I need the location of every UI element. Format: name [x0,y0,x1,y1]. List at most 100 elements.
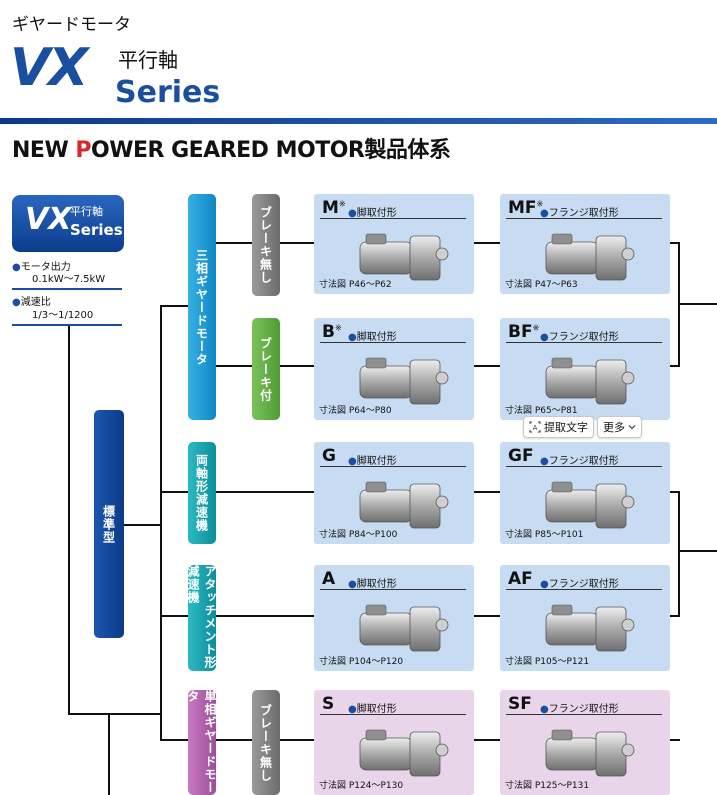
product-card-s[interactable]: S ●脚取付形 寸法図 P124～P130 [314,690,474,795]
model-code: S [322,696,334,713]
connector-line [474,242,500,244]
gear-motor-image [538,348,638,408]
mount-type: ●フランジ取付形 [540,328,619,343]
connector-line [474,615,500,617]
product-card-gf[interactable]: GF ●フランジ取付形 寸法図 P85～P101 [500,442,670,544]
connector-line [678,303,717,305]
connector-line [280,242,314,244]
product-card-m[interactable]: M※ ●脚取付形 寸法図 P46～P62 [314,194,474,294]
connector-line [216,739,252,741]
connector-line [160,739,188,741]
model-code: MF※ [508,200,543,217]
spec-output: ●モータ出力 [12,262,71,274]
dimension-ref: 寸法図 P46～P62 [319,277,392,290]
reducer-image [538,472,638,532]
underline [506,218,662,219]
dimension-ref: 寸法図 P124～P130 [319,778,403,791]
underline [320,714,466,715]
category-no-brake-single: ブレーキ無し [252,690,280,795]
dimension-ref: 寸法図 P47～P63 [505,277,578,290]
product-card-sf[interactable]: SF ●フランジ取付形 寸法図 P125～P131 [500,690,670,795]
product-card-mf[interactable]: MF※ ●フランジ取付形 寸法図 P47～P63 [500,194,670,294]
vx-series-badge: VX 平行軸 Series [12,195,124,252]
dimension-ref: 寸法図 P104～P120 [319,654,403,667]
model-code: GF [508,448,534,465]
category-with-brake: ブレーキ付 [252,318,280,420]
connector-line [216,242,252,244]
title-red-letter: P [75,138,91,163]
series-kicker: ギヤードモータ [12,10,131,35]
connector-line [280,365,314,367]
connector-line [216,491,314,493]
underline [320,466,466,467]
extract-text-button[interactable]: A 提取文字 [523,416,594,438]
category-standard: 標準型 [94,410,124,638]
model-code: BF※ [508,324,539,341]
underline [506,466,662,467]
more-label: 更多 [603,419,625,435]
category-single-phase: 単相ギヤードモータ [188,690,216,795]
spec-divider [12,288,122,290]
underline [506,342,662,343]
gear-motor-image [538,720,638,780]
category-no-brake: ブレーキ無し [252,194,280,296]
connector-line [108,714,110,795]
gear-motor-image [352,348,452,408]
more-button[interactable]: 更多 [597,416,642,438]
reducer-image [352,595,452,655]
badge-series: Series [70,221,123,239]
extract-text-label: 提取文字 [544,419,588,435]
underline [506,714,662,715]
dimension-ref: 寸法図 P105～P121 [505,654,589,667]
mount-type: ●脚取付形 [348,204,397,219]
underline [320,589,466,590]
product-card-bf[interactable]: BF※ ●フランジ取付形 寸法図 P65～P81 [500,318,670,420]
gear-motor-image [352,224,452,284]
page-title: NEW POWER GEARED MOTOR製品体系 [12,132,450,164]
dimension-ref: 寸法図 P125～P131 [505,778,589,791]
header-rule [0,118,717,124]
mount-type: ●脚取付形 [348,700,397,715]
spec-divider [12,324,122,326]
badge-heikojiku: 平行軸 [70,205,103,219]
floating-toolbar: A 提取文字 更多 [523,416,642,438]
category-dual-shaft: 両軸形減速機 [188,442,216,544]
connector-line [216,615,314,617]
badge-vx: VX [25,205,71,235]
vx-logo-text: VX [10,42,86,94]
connector-line [670,739,680,741]
product-card-g[interactable]: G ●脚取付形 寸法図 P84～P100 [314,442,474,544]
connector-line [280,739,314,741]
title-rest: OWER GEARED MOTOR製品体系 [91,138,450,163]
spec-output-label: モータ出力 [21,262,71,273]
category-attachment: アタッチメント形減速機 [188,565,216,671]
bullet-icon: ● [12,297,21,308]
product-card-af[interactable]: AF ●フランジ取付形 寸法図 P105～P121 [500,565,670,671]
product-card-b[interactable]: B※ ●脚取付形 寸法図 P64～P80 [314,318,474,420]
svg-text:A: A [533,424,538,432]
text-extract-icon: A [529,421,541,433]
connector-line [474,739,500,741]
connector-line [68,713,162,715]
spec-output-value: 0.1kW～7.5kW [32,274,105,286]
connector-line [160,305,188,307]
model-code: SF [508,696,532,713]
connector-line [160,491,188,493]
spec-ratio: ●減速比 [12,297,51,309]
model-code: G [322,448,336,465]
underline [320,342,466,343]
mount-type: ●脚取付形 [348,575,397,590]
mount-type: ●脚取付形 [348,452,397,467]
underline [506,589,662,590]
connector-line [160,615,188,617]
product-card-a[interactable]: A ●脚取付形 寸法図 P104～P120 [314,565,474,671]
dimension-ref: 寸法図 P85～P101 [505,527,583,540]
connector-line [474,491,500,493]
connector-line [216,365,252,367]
mount-type: ●フランジ取付形 [540,204,619,219]
mount-type: ●脚取付形 [348,328,397,343]
category-three-phase: 三相ギヤードモータ [188,194,216,420]
connector-line [124,524,162,526]
connector-line [68,326,70,714]
underline [320,218,466,219]
